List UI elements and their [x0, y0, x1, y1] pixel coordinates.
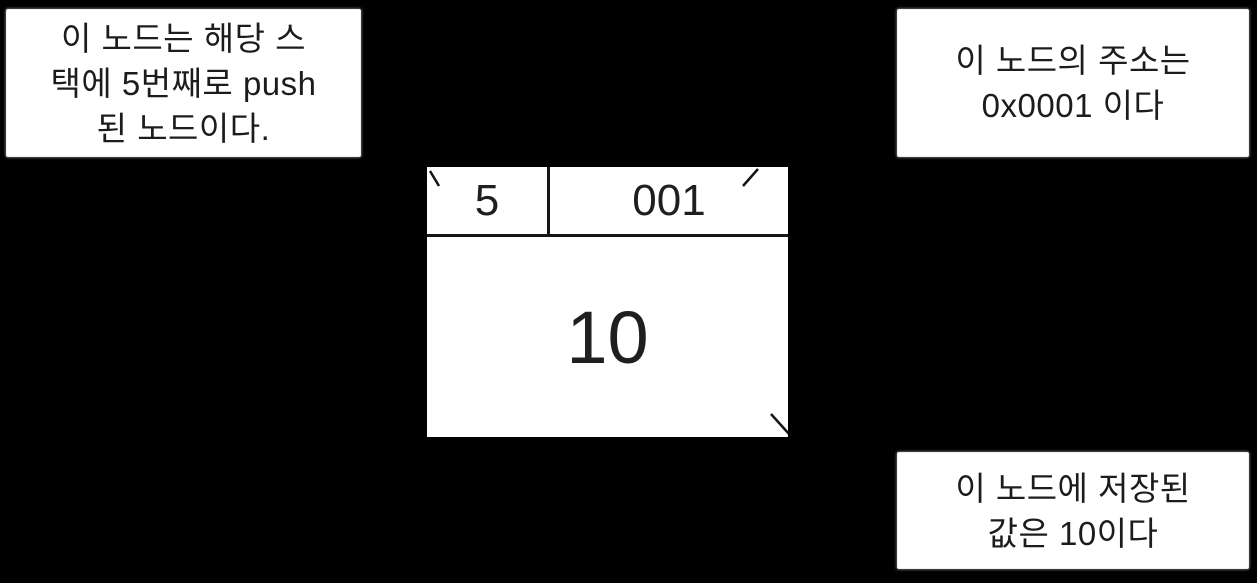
node-address-value: 001 — [632, 175, 706, 225]
annotation-push-order-line-1: 이 노드는 해당 스 — [60, 19, 307, 57]
annotation-address-line-1: 이 노드의 주소는 — [955, 42, 1191, 79]
annotation-push-order-line-3: 된 노드이다. — [96, 109, 271, 147]
annotation-stored-value-line-2: 값은 10이다 — [987, 514, 1159, 552]
annotation-push-order-line-2: 택에 5번째로 push — [50, 64, 317, 102]
node-index-cell: 5 — [427, 167, 550, 234]
node-value-cell: 10 — [427, 237, 788, 437]
annotation-push-order: 이 노드는 해당 스 택에 5번째로 push 된 노드이다. — [6, 9, 361, 157]
annotation-stored-value-line-1: 이 노드에 저장된 — [955, 469, 1191, 507]
annotation-address: 이 노드의 주소는 0x0001 이다 — [897, 9, 1249, 157]
node-index-value: 5 — [474, 175, 500, 225]
annotation-address-line-2: 0x0001 이다 — [981, 87, 1165, 124]
node-box: 5 001 10 — [427, 167, 788, 437]
node-address-cell: 001 — [550, 167, 788, 234]
annotation-stored-value: 이 노드에 저장된 값은 10이다 — [897, 452, 1249, 569]
node-header: 5 001 — [427, 167, 788, 237]
node-value: 10 — [566, 295, 649, 379]
